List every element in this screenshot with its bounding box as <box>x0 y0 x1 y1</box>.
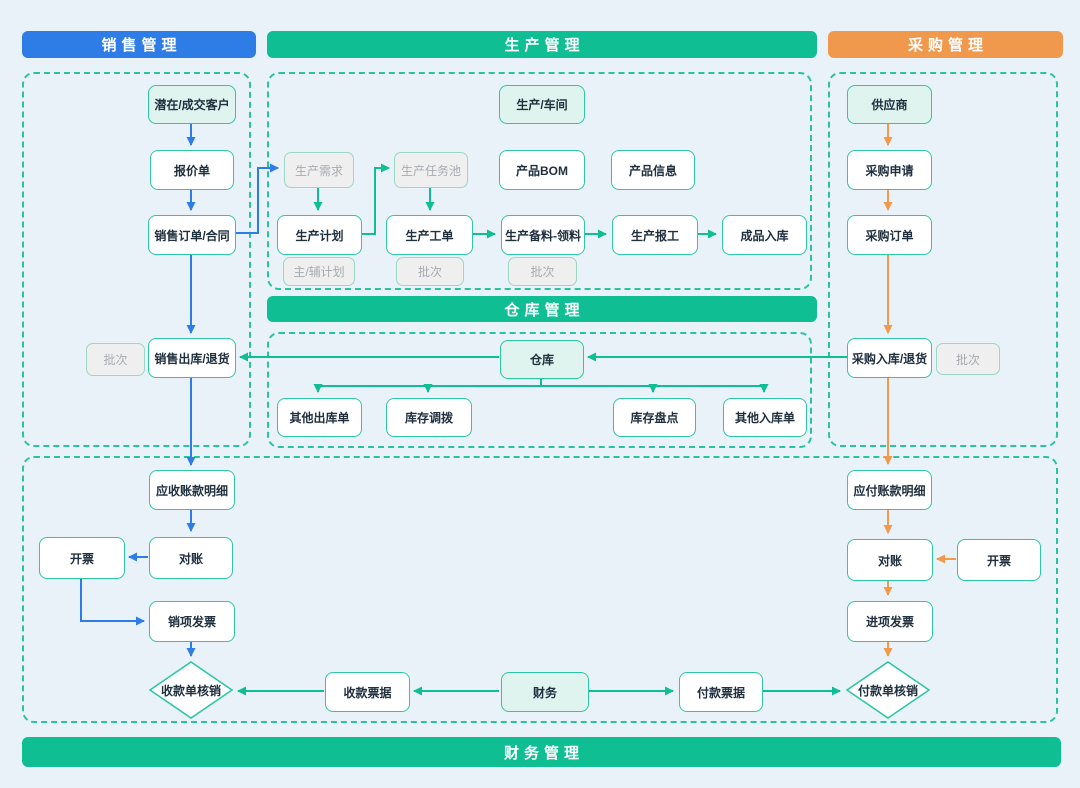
node-payment-verify-label: 付款单核销 <box>857 683 918 698</box>
production-section-header: 生产管理 <box>267 31 817 58</box>
node-prod-report: 生产报工 <box>612 215 698 255</box>
node-other-inbound: 其他入库单 <box>723 398 807 437</box>
node-payment-bill: 付款票据 <box>679 672 763 712</box>
node-prod-workorder: 生产工单 <box>386 215 473 255</box>
purchase-flow-arrows <box>883 122 956 657</box>
node-product-info: 产品信息 <box>611 150 695 190</box>
purchase-group-frame <box>828 72 1058 447</box>
tag-main-aux-plan: 主/辅计划 <box>283 257 355 286</box>
node-ar-detail: 应收账款明细 <box>149 470 235 510</box>
node-prod-plan: 生产计划 <box>277 215 362 255</box>
tag-batch-sales: 批次 <box>86 343 145 376</box>
node-supplier: 供应商 <box>847 85 932 124</box>
node-purchase-invoice: 进项发票 <box>847 601 933 642</box>
tag-batch-material: 批次 <box>508 257 577 286</box>
node-prod-material: 生产备料-领料 <box>501 215 585 255</box>
node-finance: 财务 <box>501 672 589 712</box>
production-warehouse-flow-arrows <box>237 163 847 696</box>
node-customer: 潜在/成交客户 <box>148 85 236 124</box>
node-purchase-request: 采购申请 <box>847 150 932 190</box>
node-product-bom: 产品BOM <box>499 150 585 190</box>
finance-group-frame <box>22 456 1058 723</box>
node-receipt-verify: 收款单核销 <box>149 661 233 719</box>
diamond-shape <box>846 661 930 719</box>
node-other-outbound: 其他出库单 <box>277 398 362 437</box>
node-stock-count: 库存盘点 <box>613 398 696 437</box>
node-stock-transfer: 库存调拨 <box>386 398 472 437</box>
node-purchase-order: 采购订单 <box>847 215 932 255</box>
node-invoice-out: 开票 <box>39 537 125 579</box>
node-purchase-inbound: 采购入库/退货 <box>847 338 932 378</box>
node-workshop: 生产/车间 <box>499 85 585 124</box>
finance-section-header: 财务管理 <box>22 737 1061 767</box>
tag-prod-demand: 生产需求 <box>284 152 354 188</box>
production-group-frame <box>267 72 812 290</box>
sales-section-header: 销售管理 <box>22 31 256 58</box>
node-invoice-in: 开票 <box>957 539 1041 581</box>
node-receipt-bill: 收款票据 <box>325 672 410 712</box>
node-ap-detail: 应付账款明细 <box>847 470 932 510</box>
node-sales-order: 销售订单/合同 <box>148 215 236 255</box>
purchase-section-header: 采购管理 <box>828 31 1063 58</box>
node-payment-verify: 付款单核销 <box>846 661 930 719</box>
node-recon-ap: 对账 <box>847 539 933 581</box>
node-quote: 报价单 <box>150 150 234 190</box>
tag-batch-workorder: 批次 <box>396 257 464 286</box>
node-finished-inbound: 成品入库 <box>722 215 807 255</box>
warehouse-section-header: 仓库管理 <box>267 296 817 322</box>
diamond-shape <box>149 661 233 719</box>
tag-prod-task-pool: 生产任务池 <box>394 152 468 188</box>
node-warehouse: 仓库 <box>500 340 584 379</box>
node-receipt-verify-label: 收款单核销 <box>160 683 221 698</box>
warehouse-group-frame <box>267 332 812 448</box>
node-recon-ar: 对账 <box>149 537 233 579</box>
tag-batch-purchase: 批次 <box>936 343 1000 375</box>
node-sales-outbound: 销售出库/退货 <box>148 338 236 378</box>
sales-group-frame <box>22 72 251 447</box>
node-sales-invoice: 销项发票 <box>149 601 235 642</box>
sales-flow-arrows <box>80 122 279 657</box>
